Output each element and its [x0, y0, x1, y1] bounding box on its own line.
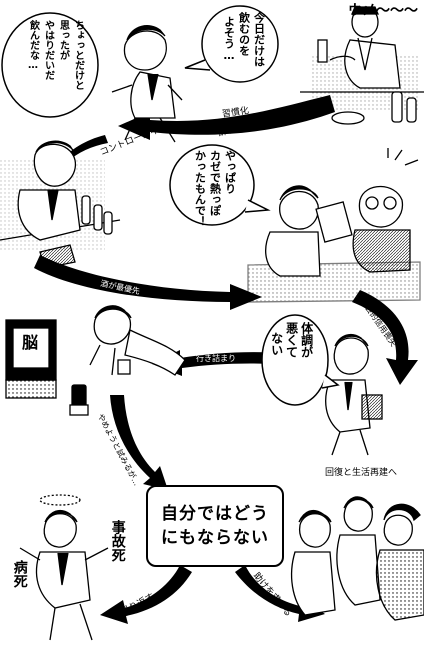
arrow-top — [118, 95, 335, 140]
office-scene — [247, 148, 421, 303]
bubble-3-line-3: やはりだいだ — [42, 20, 54, 80]
label-jikoshi: 事故死 — [109, 520, 126, 562]
bubble-1-line-3: よそう… — [222, 16, 236, 62]
bubble-5-line-2: 悪くて — [284, 322, 299, 358]
label-byoshi: 病死 — [11, 560, 28, 588]
arrow-down — [110, 395, 168, 490]
bubble-4-line-3: かったもんで！ — [193, 150, 207, 227]
bubble-4-line-2: カゼで熱っぽ — [208, 150, 222, 216]
slumped-man — [0, 140, 121, 269]
bubble-3-line-4: 飲んだな… — [27, 20, 39, 71]
arrow-middle — [34, 255, 262, 310]
bubble-1-line-1: 今日だけは — [252, 12, 266, 67]
sick-man — [325, 333, 383, 456]
drinking-man — [300, 6, 424, 125]
helpers-group — [290, 496, 424, 621]
crawling-man — [5, 305, 186, 416]
label-ikizumari: 行き詰まり — [196, 354, 236, 363]
dying-man — [19, 494, 109, 641]
center-line-1: 自分ではどう — [161, 504, 269, 524]
speech-bubble-4 — [169, 144, 255, 226]
speech-bubble-5 — [261, 314, 329, 406]
bubble-3-line-1: ちょっとだけと — [72, 20, 84, 90]
center-message-box: 自分ではどう にもならない — [146, 485, 284, 567]
bubble-5-line-1: 体調が — [299, 322, 314, 358]
bubble-3-line-2: 思ったが — [57, 20, 69, 60]
bubble-1-line-2: 飲むのを — [237, 12, 251, 56]
label-kaifuku: 回復と生活再建へ — [325, 468, 398, 478]
ume-exclaim: ウメ〜〜〜 — [348, 3, 418, 19]
speech-bubble-1 — [201, 5, 279, 83]
arrow-bottom-left — [100, 565, 192, 624]
speech-bubble-3 — [1, 12, 99, 118]
bubble-4-line-1: やっぱり — [223, 150, 237, 194]
arrow-right — [352, 290, 418, 385]
bubble-5-line-3: ない — [269, 332, 284, 356]
tv-glyph: 脳 — [22, 333, 39, 352]
center-line-2: にもならない — [161, 528, 269, 548]
walking-man — [111, 25, 183, 143]
